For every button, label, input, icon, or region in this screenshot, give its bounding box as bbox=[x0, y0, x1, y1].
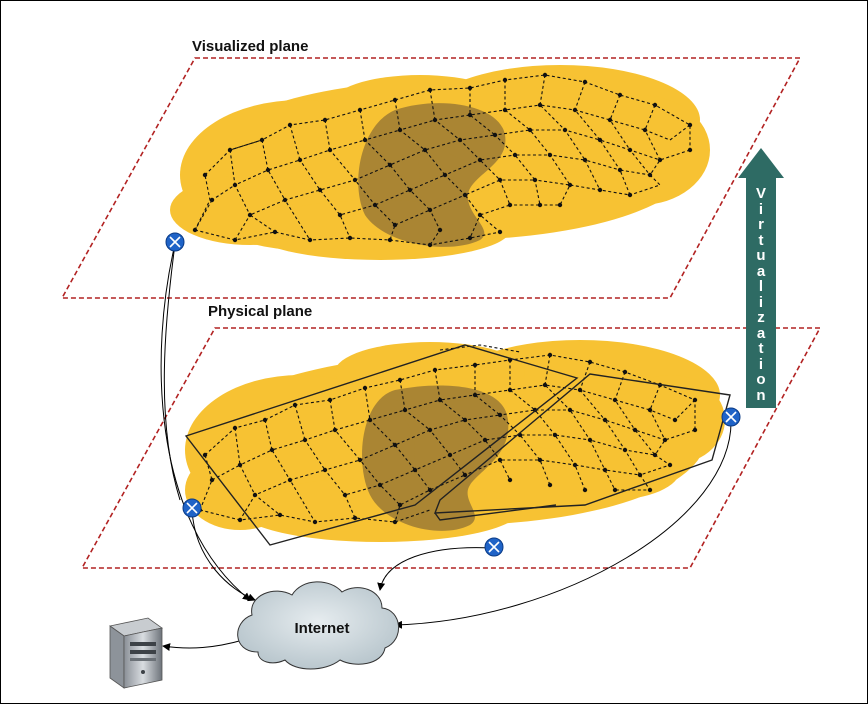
virtualization-letter: u bbox=[756, 247, 766, 264]
network-partitions bbox=[184, 344, 731, 546]
gateway-icon bbox=[165, 232, 185, 252]
virtualization-letter: a bbox=[756, 262, 766, 280]
virtualization-arrow bbox=[738, 148, 784, 408]
virtualization-letter: z bbox=[757, 309, 765, 326]
virtualization-letter: a bbox=[756, 324, 766, 342]
physical-mesh-nodes bbox=[197, 352, 698, 525]
virtualization-letter: i bbox=[758, 293, 764, 311]
physical-plane-title: Physical plane bbox=[208, 303, 313, 320]
link-gateway-right-to-internet bbox=[394, 417, 732, 629]
link-virtual-gateway-to-internet bbox=[160, 243, 251, 601]
server-icon bbox=[109, 617, 163, 689]
virtualization-label: V i r t u a l i z a t i o n bbox=[748, 186, 774, 406]
partition-lower bbox=[434, 504, 557, 521]
physical-plane bbox=[80, 327, 822, 569]
partition-left bbox=[184, 344, 579, 546]
gateway-icon bbox=[721, 407, 741, 427]
virtual-plane-title: Visualized plane bbox=[192, 38, 309, 55]
virtual-dark-region bbox=[358, 103, 506, 247]
virtualization-letter: i bbox=[758, 200, 764, 218]
link-gateway-bottom-to-internet bbox=[377, 547, 493, 591]
virtualization-letter: o bbox=[756, 371, 766, 388]
connection-lines bbox=[160, 243, 732, 651]
virtualization-letter: l bbox=[758, 278, 764, 295]
virtualization-letter: i bbox=[758, 355, 764, 373]
virtual-mesh-nodes bbox=[192, 72, 693, 248]
virtualization-letter: V bbox=[755, 185, 766, 202]
physical-dark-region bbox=[362, 385, 509, 531]
link-virtual-gateway-to-left bbox=[163, 243, 181, 501]
link-internet-to-server bbox=[162, 639, 244, 651]
virtualization-letter: n bbox=[756, 386, 766, 404]
virtual-plane bbox=[60, 57, 802, 299]
gateway-icon bbox=[182, 498, 202, 518]
virtualization-letter: r bbox=[758, 216, 764, 233]
cloud-icon bbox=[237, 581, 400, 670]
virtualization-letter: t bbox=[758, 340, 764, 357]
physical-coverage-area bbox=[185, 340, 725, 542]
internet-label: Internet bbox=[294, 620, 350, 637]
link-gateway-left-to-internet bbox=[191, 509, 256, 602]
gateway-icon bbox=[484, 537, 504, 557]
virtualization-letter: t bbox=[758, 231, 764, 249]
